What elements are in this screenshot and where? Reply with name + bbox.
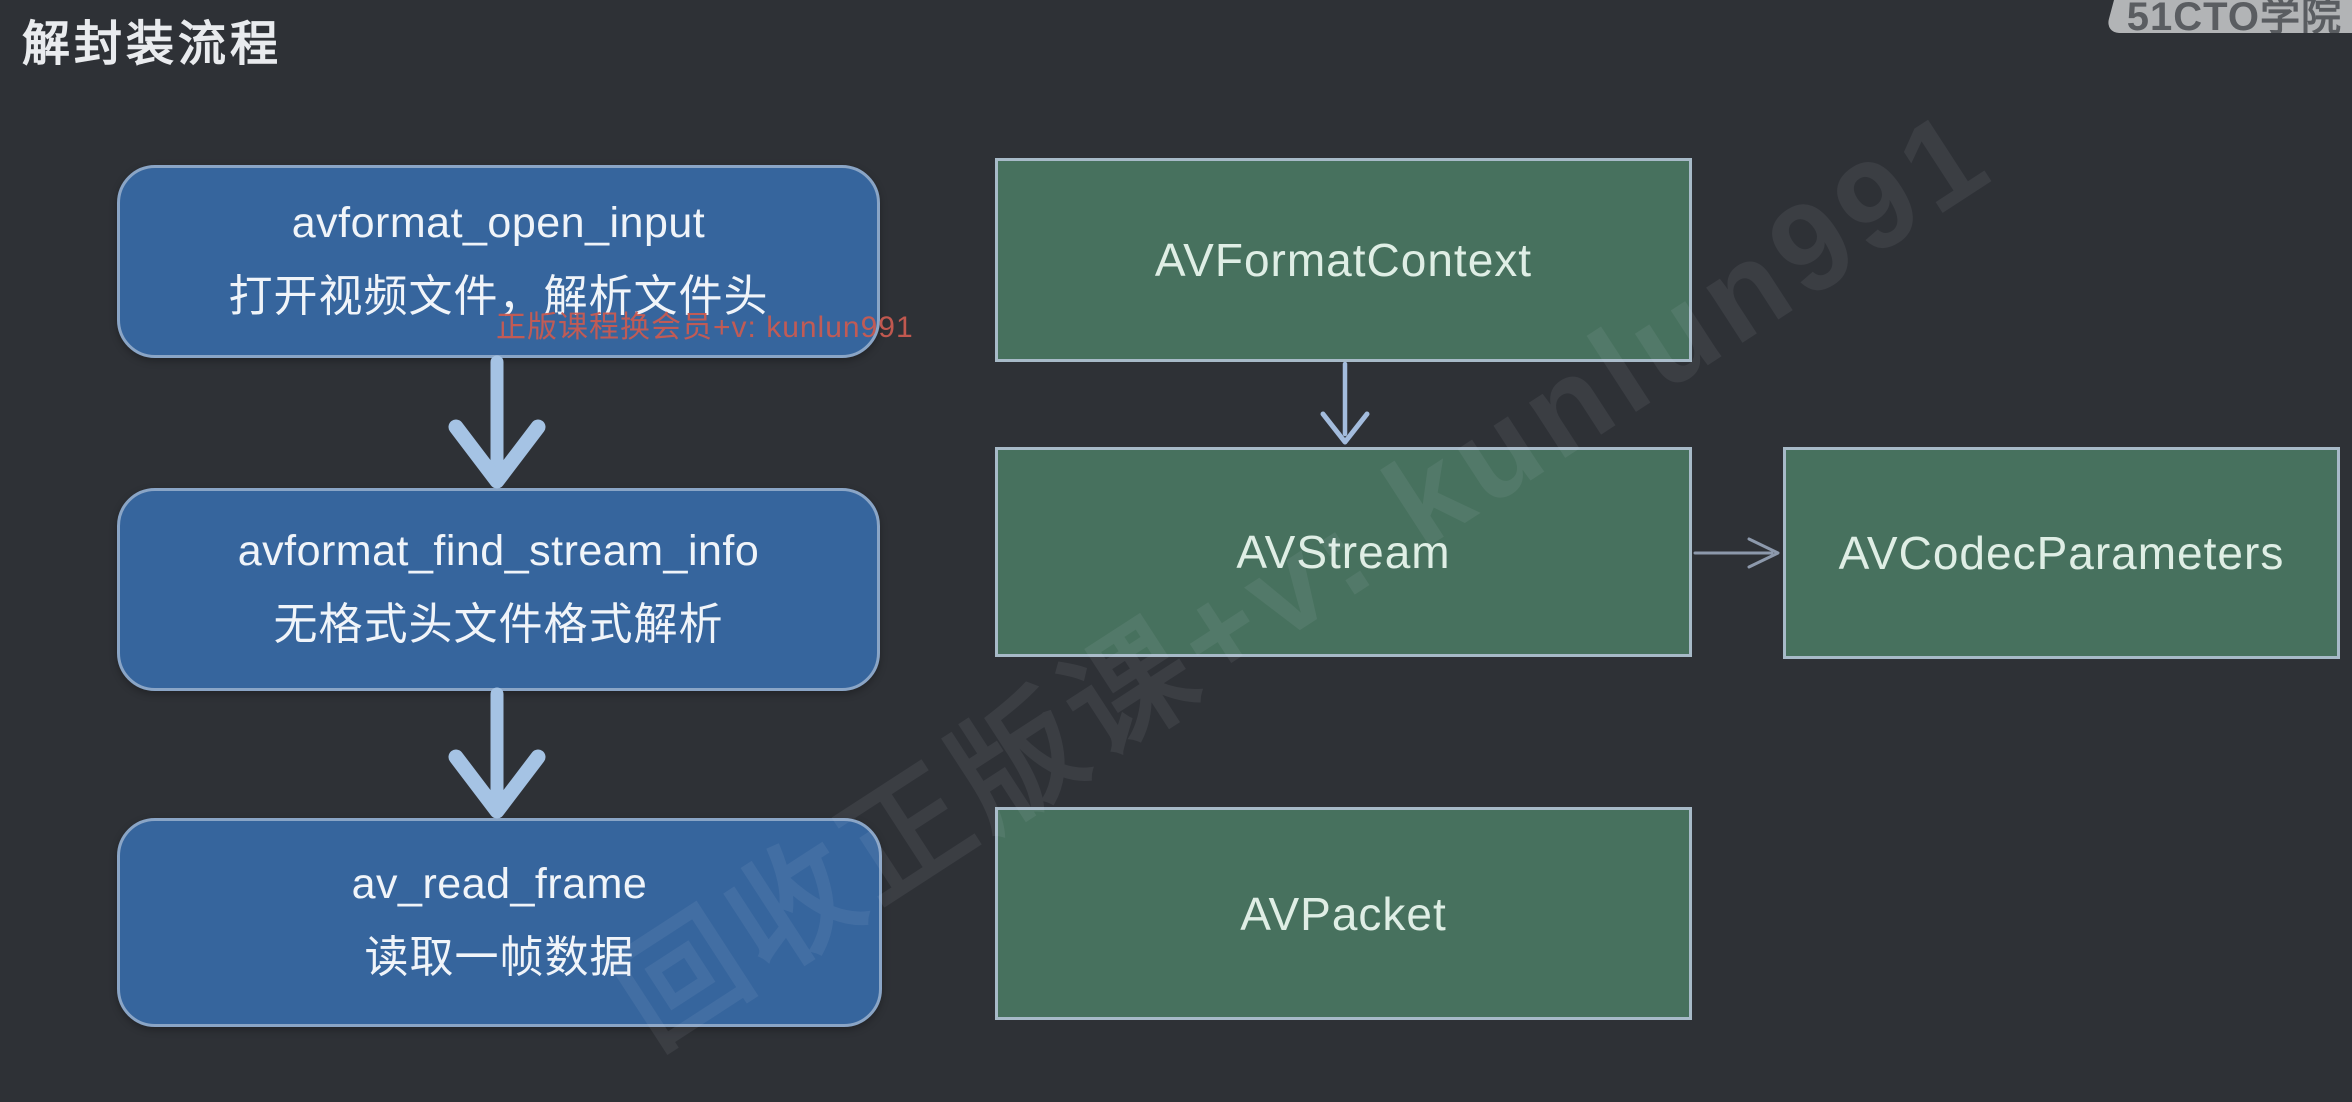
watermark-promo-text: 正版课程换会员+v: kunlun991 <box>496 311 914 344</box>
flow-step-description: 无格式头文件格式解析 <box>273 600 724 649</box>
flow-step-av-read-frame: av_read_frame 读取一帧数据 <box>117 818 882 1027</box>
flow-step-function-name: av_read_frame <box>351 860 648 908</box>
brand-badge: 51CTO学院 <box>2090 0 2352 33</box>
arrow-open-input-to-find-stream-info-icon <box>448 355 546 489</box>
struct-box-avcodecparameters: AVCodecParameters <box>1783 447 2340 659</box>
flow-step-function-name: avformat_open_input <box>291 199 706 247</box>
flow-step-description: 打开视频文件，解析文件头 <box>228 272 769 321</box>
struct-label: AVFormatContext <box>1154 234 1533 286</box>
flow-step-function-name: avformat_find_stream_info <box>237 527 760 575</box>
arrow-avformatcontext-to-avstream-icon <box>1320 361 1370 445</box>
flow-step-avformat-find-stream-info: avformat_find_stream_info 无格式头文件格式解析 <box>117 488 880 691</box>
brand-badge-label: 51CTO学院 <box>2126 0 2342 33</box>
struct-box-avpacket: AVPacket <box>995 807 1692 1020</box>
struct-label: AVCodecParameters <box>1838 527 2285 579</box>
arrow-avstream-to-avcodecparameters-icon <box>1693 537 1780 569</box>
struct-label: AVStream <box>1236 526 1451 578</box>
struct-box-avstream: AVStream <box>995 447 1692 657</box>
struct-label: AVPacket <box>1240 887 1447 940</box>
flow-step-avformat-open-input: avformat_open_input 打开视频文件，解析文件头 <box>117 165 880 358</box>
flow-step-description: 读取一帧数据 <box>364 933 635 982</box>
arrow-find-stream-info-to-read-frame-icon <box>448 687 546 819</box>
struct-box-avformatcontext: AVFormatContext <box>995 158 1692 362</box>
page-title: 解封装流程 <box>22 18 283 71</box>
